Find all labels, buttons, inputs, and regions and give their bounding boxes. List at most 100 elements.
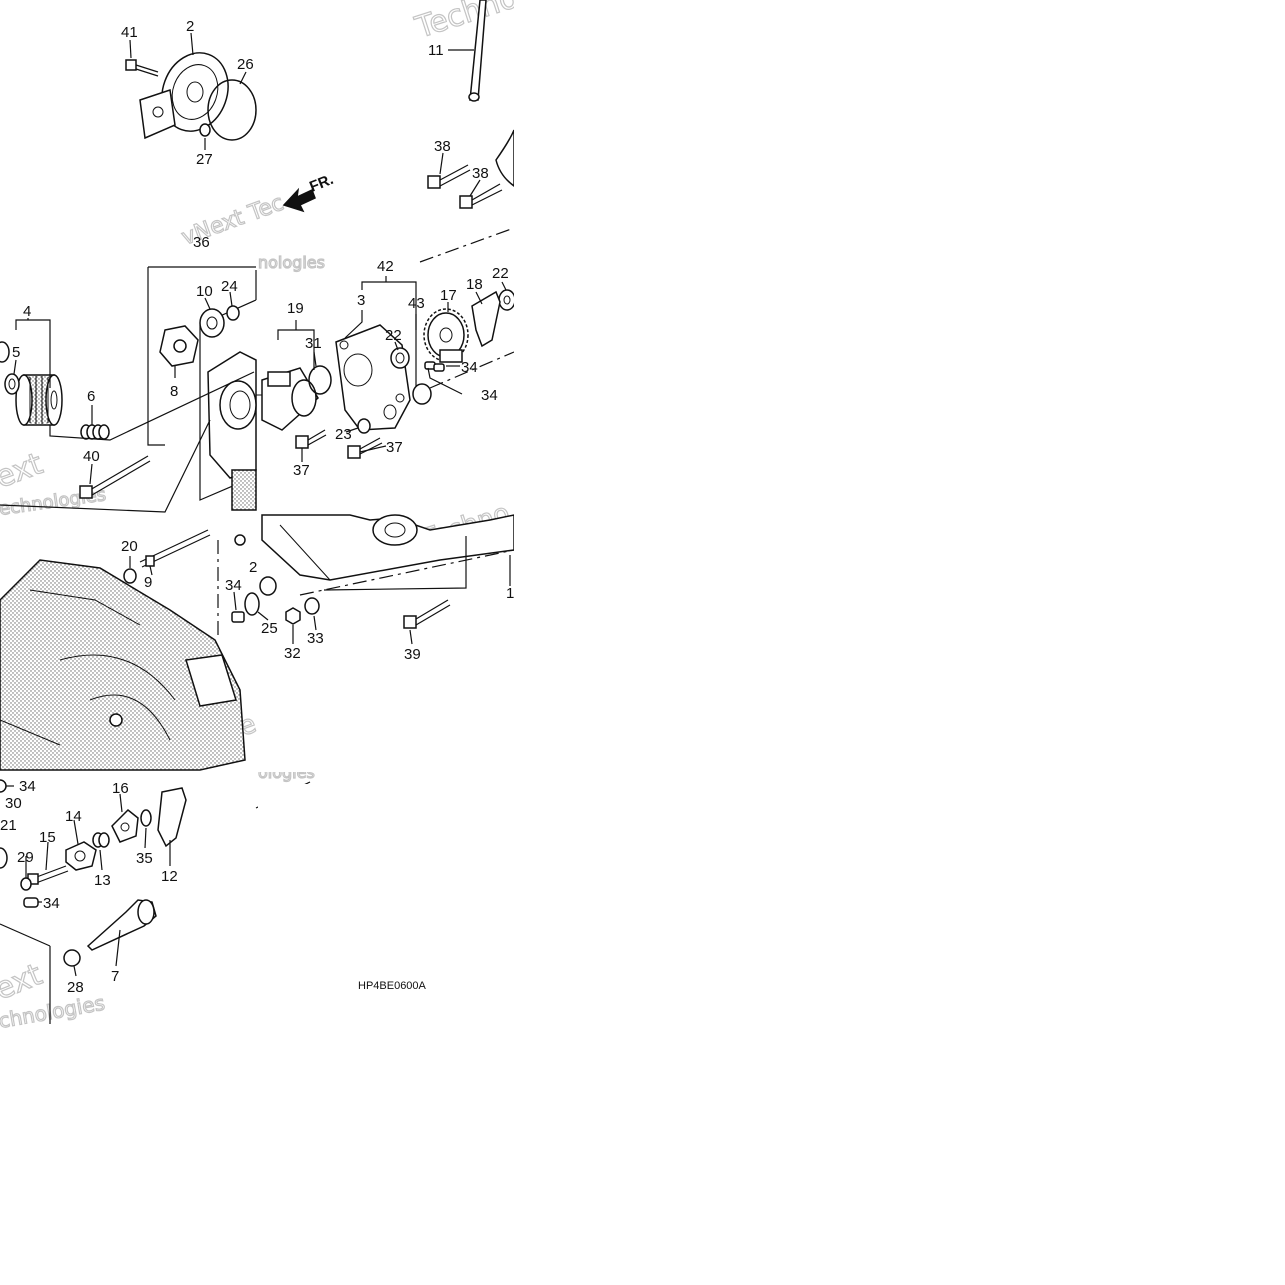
callout-14: 14	[65, 808, 82, 825]
callout-40: 40	[83, 448, 100, 465]
callout-2: 2	[249, 559, 257, 576]
callout-34: 34	[225, 577, 242, 594]
callout-7: 7	[111, 968, 119, 985]
part-8-rotor	[159, 325, 199, 367]
part-2-pump-cover	[139, 52, 229, 140]
callout-8: 8	[170, 383, 178, 400]
part-2-washer	[234, 534, 246, 546]
callout-29: 29	[17, 849, 34, 866]
part-34-pin	[231, 611, 245, 623]
part-31-o-ring	[308, 365, 332, 395]
callout-9: 9	[144, 574, 152, 591]
callout-3: 3	[357, 292, 365, 309]
part-9-shaft	[123, 529, 211, 584]
part-30-ring	[0, 779, 7, 793]
callout-4: 4	[23, 303, 31, 320]
callout-36: 36	[193, 234, 210, 251]
part-16-plate	[111, 808, 139, 843]
diagram-code: HP4BE0600A	[358, 980, 427, 992]
part-18-arm	[471, 290, 501, 348]
callout-34: 34	[461, 359, 478, 376]
part-26-o-ring	[207, 79, 257, 141]
part-22-bearing	[390, 347, 410, 369]
part-15-bolt	[27, 865, 69, 885]
part-6-spring	[80, 424, 110, 440]
part-21-ring	[0, 847, 8, 869]
callout-16: 16	[112, 780, 129, 797]
part-41-bolt	[125, 59, 159, 77]
callout-22: 22	[492, 265, 509, 282]
callout-21: 21	[0, 817, 17, 834]
callout-34: 34	[19, 778, 36, 795]
part-10-bearing	[199, 308, 225, 338]
part-17-gear	[423, 308, 469, 363]
part-19-starter-motor	[256, 367, 319, 431]
callout-38: 38	[472, 165, 489, 182]
callout-38: 38	[434, 138, 451, 155]
callout-27: 27	[196, 151, 213, 168]
callout-23: 23	[335, 426, 352, 443]
callout-20: 20	[121, 538, 138, 555]
part-33-washer	[304, 597, 320, 615]
part-29-washer	[20, 877, 32, 891]
part-24-collar	[226, 305, 240, 321]
part-25-bearing	[244, 592, 260, 616]
part-13-spring	[92, 832, 110, 848]
part-4-oil-filter	[15, 374, 63, 426]
part-28-o-ring	[63, 949, 81, 967]
watermark-text: ext	[0, 446, 48, 495]
part-5-o-ring	[4, 373, 20, 395]
callout-11: 11	[428, 42, 444, 59]
callout-26: 26	[237, 56, 254, 73]
callout-31: 31	[305, 335, 322, 352]
callout-6: 6	[87, 388, 95, 405]
part-43-bearing	[412, 383, 432, 405]
watermark-text: nologies	[258, 253, 325, 272]
callout-42: 42	[377, 258, 394, 275]
callout-13: 13	[94, 872, 111, 889]
callout-2: 2	[186, 18, 194, 35]
callout-18: 18	[466, 276, 483, 293]
part-22-bearing	[498, 289, 516, 311]
part-40-bolt	[79, 455, 151, 499]
callout-34: 34	[43, 895, 60, 912]
callout-15: 15	[39, 829, 56, 846]
part-37-bolts	[295, 429, 383, 459]
callout-37: 37	[293, 462, 310, 479]
callout-28: 28	[67, 979, 84, 996]
line-art: FR.	[0, 0, 516, 1024]
part-39-bolt	[403, 599, 451, 629]
part-12-bracket	[157, 787, 187, 848]
crankcase-cover	[0, 559, 246, 771]
part-32-nut	[285, 607, 301, 625]
part-20-washer	[123, 568, 137, 584]
callout-19: 19	[287, 300, 304, 317]
callout-30: 30	[5, 795, 22, 812]
part-14-cap	[65, 841, 97, 871]
callout-17: 17	[440, 287, 457, 304]
callout-41: 41	[121, 24, 138, 41]
part-23-washer	[357, 418, 371, 434]
callout-labels: 41 2 26 27 11 38 38 36 4 5 6 40 10 24 8 …	[0, 18, 514, 996]
callout-39: 39	[404, 646, 421, 663]
callout-34: 34	[481, 387, 498, 404]
part-7-dipstick	[86, 899, 157, 951]
callout-22: 22	[385, 327, 402, 344]
part-27-washer	[199, 123, 211, 137]
callout-37: 37	[386, 439, 403, 456]
housing-center	[207, 351, 257, 511]
callout-10: 10	[196, 283, 213, 300]
part-34-pin	[433, 363, 445, 372]
callout-35: 35	[136, 850, 153, 867]
callout-32: 32	[284, 645, 301, 662]
watermark-text: ext	[0, 957, 47, 1007]
right-housing	[261, 514, 515, 581]
callout-1: 1	[506, 585, 514, 602]
part-3-cover	[335, 324, 411, 431]
callout-25: 25	[261, 620, 278, 637]
part-34-pin	[23, 897, 39, 908]
callout-43: 43	[408, 295, 425, 312]
part-35-o-ring	[140, 809, 152, 827]
leader-lines	[6, 32, 511, 977]
